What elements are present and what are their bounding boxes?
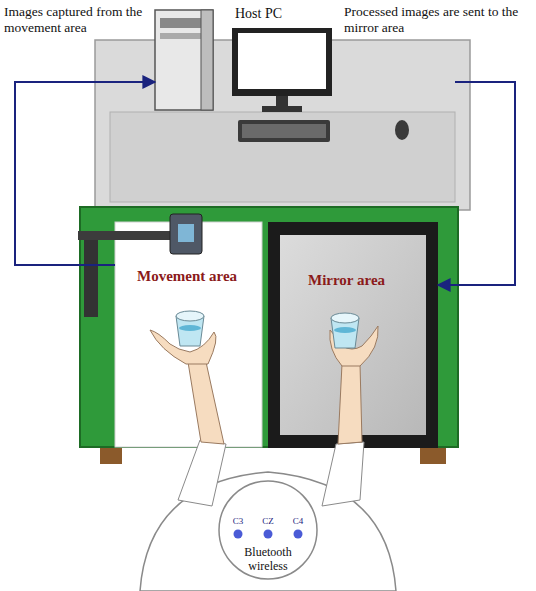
- monitor-frame: [232, 28, 332, 96]
- monitor-screen: [238, 33, 326, 89]
- desk-front: [110, 112, 455, 202]
- pc-tower: [155, 10, 213, 110]
- electrode-name: CZ: [256, 516, 280, 526]
- area-label: Host PC: [235, 6, 282, 22]
- wireless-note: Bluetooth wireless: [232, 546, 304, 574]
- arrow-caption: Processed images are sent to the mirror …: [344, 4, 534, 35]
- electrode: [294, 530, 303, 539]
- camera-post: [84, 232, 98, 317]
- keyboard-keys: [242, 124, 326, 138]
- flow-arrow: [438, 82, 515, 285]
- electrode: [264, 530, 273, 539]
- sleeve: [322, 442, 364, 506]
- electrode-name: C3: [226, 516, 250, 526]
- camera: [170, 214, 202, 254]
- area-region: Mirror area: [268, 222, 438, 448]
- movement-board: [115, 222, 262, 447]
- camera-lens: [178, 224, 194, 242]
- area-region: Host PC: [155, 4, 455, 120]
- area-label: Movement area: [137, 268, 237, 285]
- electrode: [234, 530, 243, 539]
- glass-rim: [176, 311, 204, 321]
- area-label: Mirror area: [308, 272, 385, 289]
- arrow-caption: Images captured from the movement area: [4, 4, 150, 35]
- flow-arrow: [15, 82, 155, 265]
- monitor-base: [262, 106, 302, 112]
- head: [219, 481, 317, 579]
- electrode-name: C4: [286, 516, 310, 526]
- water: [179, 325, 201, 331]
- glass-rim: [331, 313, 359, 323]
- sleeve: [178, 440, 226, 506]
- table: [80, 207, 458, 447]
- water: [334, 327, 356, 333]
- camera-arm: [78, 231, 178, 240]
- forearm: [188, 362, 224, 444]
- forearm: [338, 364, 362, 444]
- mirror-monitor: [268, 222, 438, 448]
- pc-side: [201, 10, 213, 110]
- area-region: Movement area: [115, 222, 262, 447]
- mouse: [395, 120, 409, 140]
- keyboard: [238, 120, 330, 142]
